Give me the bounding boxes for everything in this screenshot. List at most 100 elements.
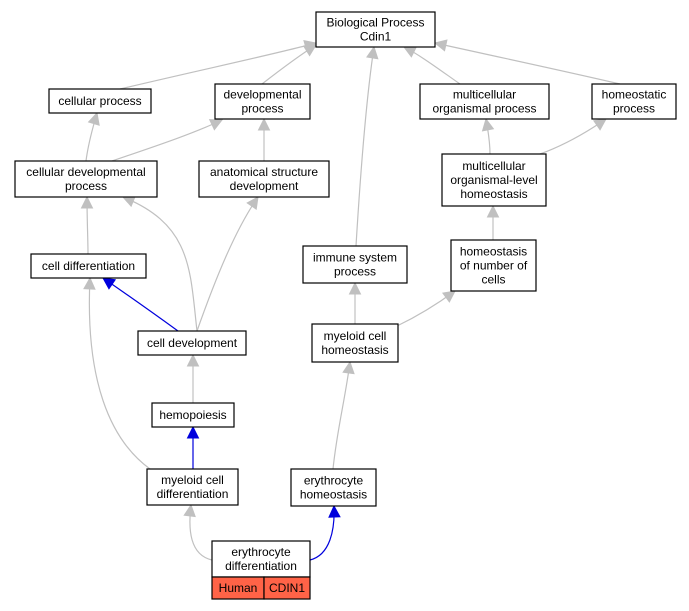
edge-line (434, 42, 621, 85)
edge-homeostatic-process-to-biological-process (433, 39, 621, 85)
edges-layer (80, 39, 621, 561)
node-label-line: anatomical structure (210, 165, 318, 179)
node-box (146, 468, 239, 506)
node-label-line: homeostasis (460, 245, 527, 259)
node-box (315, 11, 436, 48)
node-label-line: immune system (313, 251, 397, 265)
node-box (450, 239, 537, 292)
node-label-line: multicellular (453, 88, 516, 102)
arrow-head (186, 425, 200, 439)
arrow-head (186, 353, 200, 367)
arrow-head (592, 118, 607, 131)
tag-human: Human (219, 581, 258, 595)
edge-multicellular-organismal-process-to-biological-process (402, 46, 461, 85)
node-label-line: homeostatic (602, 88, 667, 102)
node-cell-differentiation[interactable]: cell differentiation (30, 253, 147, 279)
arrow-head (486, 204, 500, 218)
edge-erythrocyte-differentiation-to-myeloid-cell-differentiation (183, 503, 213, 561)
node-label-line: homeostasis (300, 488, 367, 502)
node-label-line: process (613, 102, 655, 116)
node-cellular-process[interactable]: cellular process (48, 88, 152, 114)
edge-myeloid-cell-homeostasis-to-homeostasis-of-number-of-cells (396, 290, 456, 327)
node-label-line: cell development (147, 336, 238, 350)
edge-cellular-developmental-process-to-developmental-process (111, 119, 224, 162)
arrow-head (402, 46, 418, 58)
node-box (419, 83, 550, 120)
node-box (30, 253, 147, 279)
arrow-head (80, 195, 94, 209)
node-box (151, 402, 235, 428)
tag-box (263, 576, 311, 600)
edge-multicellular-organismal-level-homeostasis-to-multicellular-organismal-process (481, 117, 495, 155)
node-label-line: process (334, 265, 376, 279)
edge-cell-development-to-cell-differentiation (102, 277, 179, 332)
edge-erythrocyte-homeostasis-to-myeloid-cell-homeostasis (332, 360, 355, 470)
node-label-line: process (65, 179, 107, 193)
node-box (441, 153, 547, 207)
edge-line (196, 196, 259, 332)
node-label-line: erythrocyte (304, 474, 364, 488)
edge-anatomical-structure-development-to-developmental-process (257, 117, 271, 161)
node-label-line: cellular process (58, 94, 141, 108)
node-hemopoiesis[interactable]: hemopoiesis (151, 402, 235, 428)
arrow-head (83, 276, 96, 290)
arrow-head (257, 117, 271, 131)
edge-homeostasis-of-number-of-cells-to-multicellular-organismal-level-homeostasis (486, 204, 500, 241)
arrow-head (366, 45, 379, 60)
node-box (14, 160, 158, 198)
node-label-line: Cdin1 (360, 30, 392, 44)
node-box (302, 245, 408, 284)
arrow-head (102, 277, 117, 290)
arrow-head (441, 290, 456, 303)
node-box (198, 160, 330, 198)
node-cell-development[interactable]: cell development (137, 330, 247, 356)
edge-line (88, 277, 151, 470)
edge-developmental-process-to-biological-process (261, 44, 317, 85)
node-label-line: erythrocyte (231, 545, 291, 559)
node-label-line: of number of (460, 259, 528, 273)
edge-myeloid-cell-homeostasis-to-immune-system-process (348, 281, 362, 324)
node-label-line: developmental (223, 88, 301, 102)
arrow-head (183, 503, 196, 518)
arrow-head (208, 119, 224, 131)
edge-myeloid-cell-differentiation-to-hemopoiesis (186, 425, 200, 469)
node-label-line: myeloid cell (161, 473, 224, 487)
edge-line (122, 196, 198, 332)
node-label-line: organismal process (432, 102, 536, 116)
node-label-line: development (230, 179, 299, 193)
edge-hemopoiesis-to-cell-development (186, 353, 200, 403)
node-box (48, 88, 152, 114)
node-box (214, 83, 311, 120)
node-label-line: differentiation (157, 487, 229, 501)
node-label-line: myeloid cell (324, 329, 387, 343)
node-label-line: cellular developmental (26, 165, 145, 179)
node-box (137, 330, 247, 356)
tag-cdin1: CDIN1 (269, 581, 305, 595)
node-label-line: homeostasis (321, 343, 388, 357)
node-box (591, 83, 677, 120)
arrow-head (246, 196, 259, 211)
edge-multicellular-organismal-level-homeostasis-to-homeostatic-process (539, 118, 607, 155)
edge-cell-development-to-anatomical-structure-development (196, 196, 259, 332)
node-label-line: process (241, 102, 283, 116)
arrow-head (481, 117, 495, 132)
edge-line (332, 361, 351, 470)
node-box (290, 468, 377, 507)
edge-cellular-developmental-process-to-cellular-process (85, 111, 100, 162)
arrow-head (87, 111, 100, 126)
